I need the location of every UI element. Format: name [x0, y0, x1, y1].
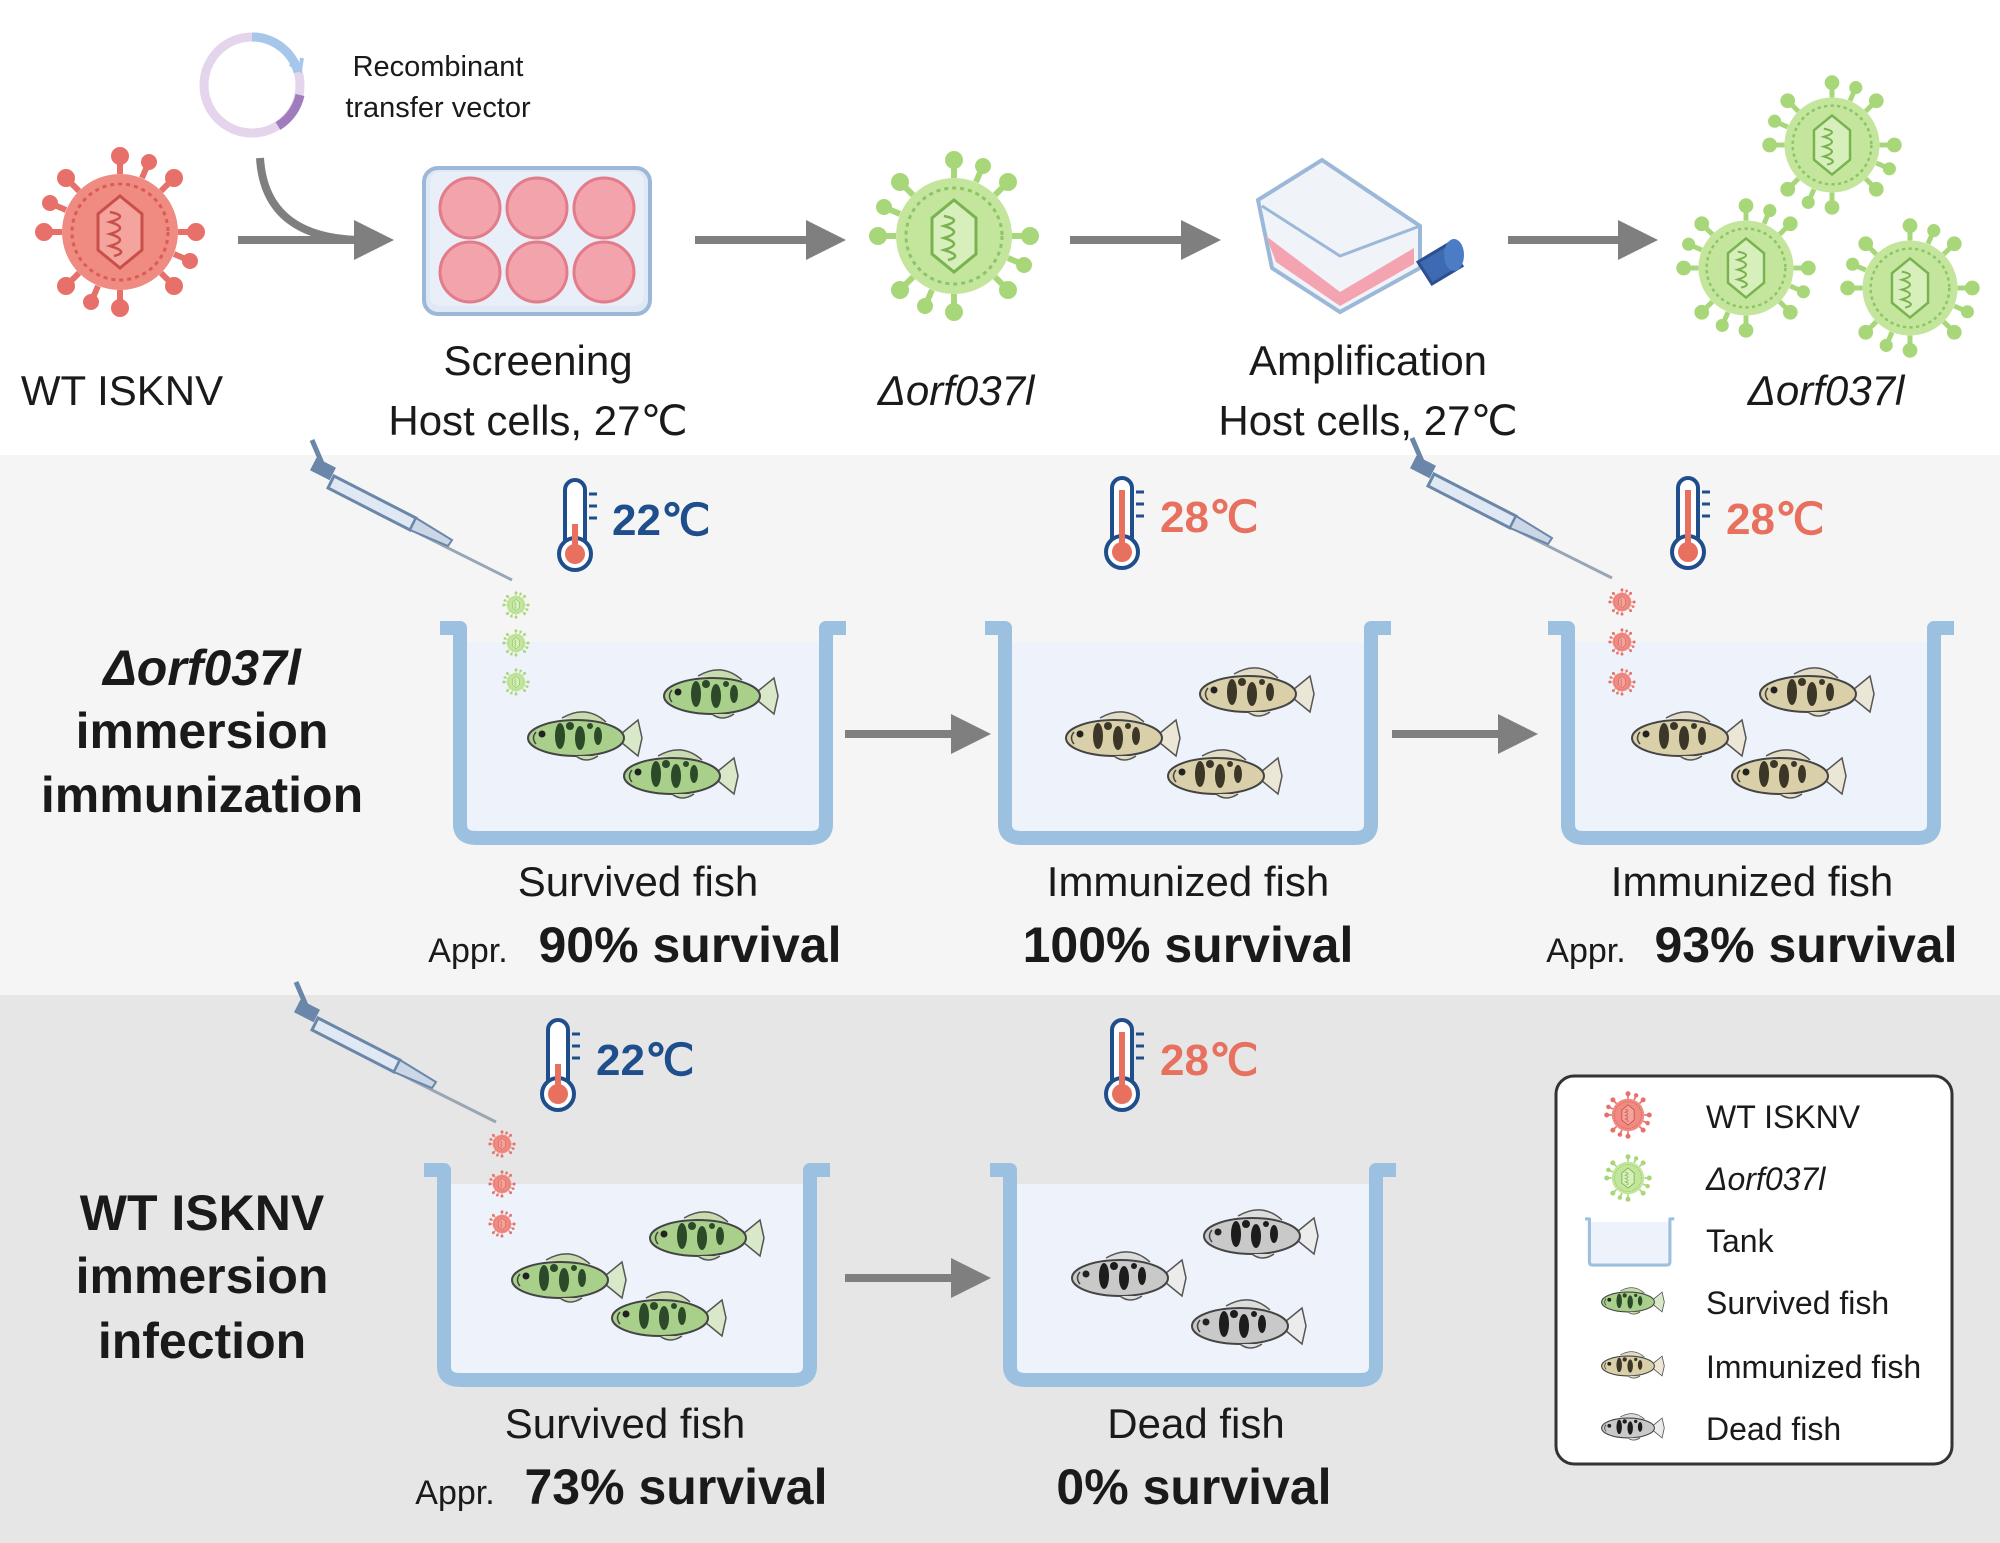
survival-label-imm-1: 90% survival [539, 917, 842, 973]
amplification-label: Amplification [1249, 337, 1487, 384]
fish-label-imm-3: Immunized fish [1611, 858, 1893, 905]
survival-label-imm-2: 100% survival [1023, 917, 1354, 973]
legend-label-dead: Dead fish [1706, 1411, 1841, 1447]
legend-label-wt: WT ISKNV [1706, 1099, 1861, 1135]
mutant-label-1: Δorf037l [877, 367, 1036, 414]
infection-title-line2: immersion [76, 1248, 329, 1304]
amplified-virus-icon-3 [1843, 221, 1977, 355]
temp-label-inf-1: 22℃ [596, 1036, 694, 1085]
mutant-label-2: Δorf037l [1747, 367, 1906, 414]
mutant-virus-icon [872, 154, 1036, 318]
mutant-drop-icon-1c [502, 668, 530, 696]
survival-label-inf-1: 73% survival [525, 1459, 828, 1515]
infection-title-line3: infection [98, 1313, 306, 1369]
tank-icon-1 [440, 628, 846, 838]
mutant-drop-icon-1b [502, 629, 530, 657]
plasmid-icon [199, 32, 305, 138]
wt-drop-icon-4b [488, 1170, 516, 1198]
tank-icon-5 [990, 1170, 1396, 1380]
temp-label-inf-2: 28℃ [1160, 1036, 1258, 1085]
survival-label-inf-2: 0% survival [1056, 1459, 1331, 1515]
survival-label-imm-3: 93% survival [1655, 917, 1958, 973]
legend-tank-icon [1583, 1217, 1676, 1267]
temp-label-imm-1: 22℃ [612, 496, 710, 545]
amplified-virus-icon-1 [1765, 78, 1899, 212]
screening-conditions-label: Host cells, 27℃ [388, 397, 687, 444]
wt-drop-icon-3a [1608, 588, 1636, 616]
appr-label-imm-3: Appr. [1546, 932, 1625, 970]
legend-wt-virus-icon [1604, 1091, 1652, 1139]
fish-label-inf-2: Dead fish [1107, 1400, 1284, 1447]
culture-flask-icon [1255, 157, 1465, 315]
appr-label-inf-1: Appr. [415, 1474, 494, 1512]
legend-mutant-virus-icon [1604, 1154, 1652, 1202]
temp-label-imm-2: 28℃ [1160, 493, 1258, 542]
wt-drop-icon-4c [488, 1210, 516, 1238]
immunization-title-line1: Δorf037l [101, 640, 302, 696]
legend-label-immunized: Immunized fish [1706, 1349, 1921, 1385]
amplification-conditions-label: Host cells, 27℃ [1218, 397, 1517, 444]
fish-label-imm-2: Immunized fish [1047, 858, 1329, 905]
fish-label-imm-1: Survived fish [518, 858, 758, 905]
immunization-title-line3: immunization [41, 767, 363, 823]
wt-virus-icon [38, 150, 202, 314]
merge-arrow-curve [256, 157, 366, 244]
amplified-virus-icon-2 [1679, 201, 1813, 335]
tank-icon-3 [1548, 628, 1954, 838]
legend-label-tank: Tank [1706, 1223, 1775, 1259]
legend-label-mutant: Δorf037l [1705, 1161, 1826, 1197]
vector-label-line1: Recombinant [353, 51, 524, 83]
fish-label-inf-1: Survived fish [505, 1400, 745, 1447]
screening-label: Screening [443, 337, 632, 384]
temp-label-imm-3: 28℃ [1726, 495, 1824, 544]
vector-label-line2: transfer vector [345, 92, 531, 124]
wt-drop-icon-3c [1608, 668, 1636, 696]
tank-icon-4 [424, 1170, 830, 1380]
immunization-title-line2: immersion [76, 703, 329, 759]
mutant-drop-icon-1a [502, 591, 530, 619]
tank-icon-2 [985, 628, 1391, 838]
legend-label-survived: Survived fish [1706, 1285, 1889, 1321]
well-plate-icon [422, 166, 652, 316]
wt-label: WT ISKNV [21, 367, 223, 414]
wt-drop-icon-3b [1608, 628, 1636, 656]
legend: WT ISKNV Δorf037l Tank Survived fish Imm… [1554, 1074, 1954, 1466]
infection-title-line1: WT ISKNV [80, 1185, 325, 1241]
wt-drop-icon-4a [488, 1130, 516, 1158]
appr-label-imm-1: Appr. [428, 932, 507, 970]
